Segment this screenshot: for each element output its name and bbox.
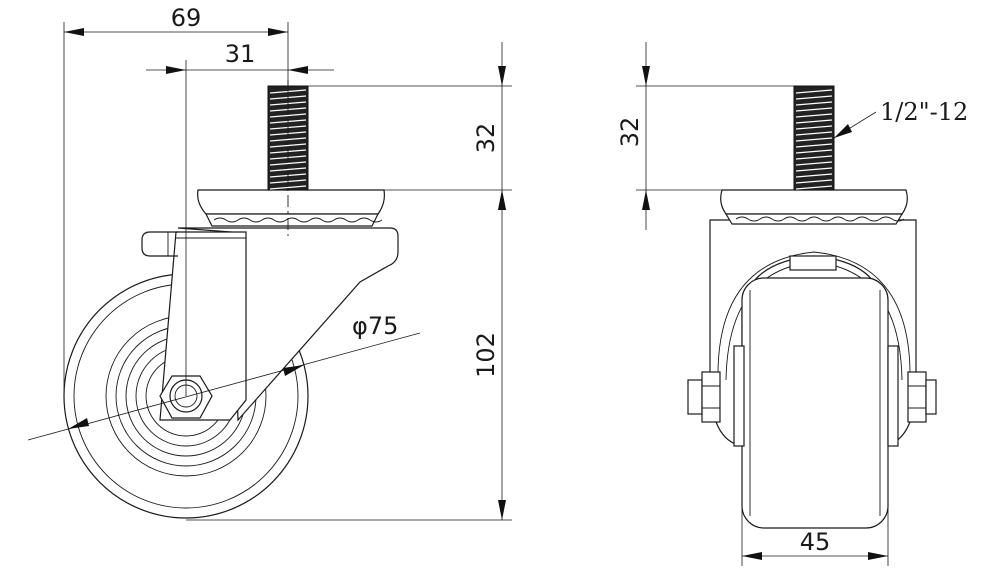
thread-line bbox=[795, 137, 833, 142]
thread-line bbox=[269, 167, 307, 172]
thread-line bbox=[269, 185, 307, 190]
thread-line bbox=[795, 149, 833, 154]
thread-line bbox=[795, 161, 833, 166]
thread-line bbox=[795, 179, 833, 184]
front-axle-bolt bbox=[687, 371, 937, 423]
side-view bbox=[63, 80, 399, 519]
thread-line bbox=[795, 143, 833, 148]
front-dimensions: 32 1/2"-12 45 bbox=[616, 42, 968, 566]
thread-line bbox=[795, 173, 833, 178]
front-thread-lines bbox=[795, 89, 833, 190]
side-top-plate bbox=[197, 189, 385, 227]
thread-line bbox=[269, 143, 307, 148]
thread-line bbox=[795, 107, 833, 112]
front-wheel bbox=[741, 277, 889, 529]
thread-line bbox=[795, 131, 833, 136]
front-threaded-stem bbox=[793, 85, 835, 191]
thread-line bbox=[795, 101, 833, 106]
dim-stem-height-front: 32 bbox=[616, 117, 644, 148]
thread-line bbox=[795, 113, 833, 118]
front-view bbox=[687, 85, 937, 529]
side-fork bbox=[141, 227, 399, 422]
thread-line bbox=[269, 137, 307, 142]
front-top-plate bbox=[720, 189, 908, 225]
dim-wheel-width: 45 bbox=[800, 528, 831, 556]
thread-line bbox=[795, 185, 833, 190]
thread-line bbox=[795, 95, 833, 100]
thread-line bbox=[795, 167, 833, 172]
dim-stem-height-side: 32 bbox=[472, 123, 500, 154]
dim-height: 102 bbox=[472, 332, 500, 378]
thread-line bbox=[795, 89, 833, 94]
thread-line bbox=[795, 155, 833, 160]
dim-overall-width: 69 bbox=[171, 4, 202, 32]
thread-line bbox=[269, 113, 307, 118]
thread-spec: 1/2"-12 bbox=[880, 98, 968, 126]
thread-line bbox=[795, 119, 833, 124]
dim-wheel-diameter: φ75 bbox=[352, 312, 398, 340]
side-dimensions: 69 31 32 102 φ75 bbox=[27, 4, 512, 521]
thread-line bbox=[269, 161, 307, 166]
thread-line bbox=[795, 125, 833, 130]
dim-offset: 31 bbox=[225, 40, 256, 68]
